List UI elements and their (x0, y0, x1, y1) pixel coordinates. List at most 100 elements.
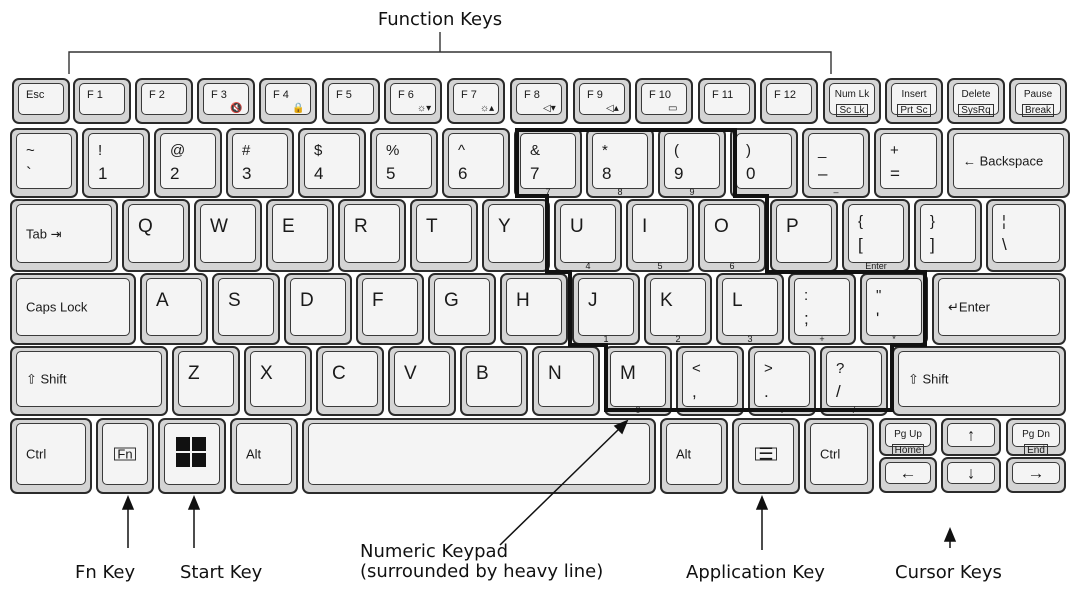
key-f[interactable]: F (356, 273, 424, 345)
key-left[interactable]: ← (879, 457, 937, 493)
key-f4[interactable]: F 4🔒 (259, 78, 317, 124)
key-label-top: * (602, 142, 608, 159)
key-down[interactable]: ↓ (941, 457, 1001, 493)
key-n[interactable]: N (532, 346, 600, 416)
key-minus[interactable]: _–– (802, 128, 870, 198)
key-rbracket[interactable]: }] (914, 199, 982, 272)
key-a[interactable]: A (140, 273, 208, 345)
key-b[interactable]: B (460, 346, 528, 416)
key-f6[interactable]: F 6☼▾ (384, 78, 442, 124)
key-lalt[interactable]: Alt (230, 418, 298, 494)
key-d[interactable]: D (284, 273, 352, 345)
key-f9[interactable]: F 9◁▴ (573, 78, 631, 124)
key-x[interactable]: X (244, 346, 312, 416)
key-4[interactable]: $4 (298, 128, 366, 198)
key-0[interactable]: )0 (730, 128, 798, 198)
key-rctrl[interactable]: Ctrl (804, 418, 874, 494)
key-cap: Caps Lock (16, 278, 130, 336)
key-slash[interactable]: ?// (820, 346, 888, 416)
key-up[interactable]: ↑ (941, 418, 1001, 456)
key-f8[interactable]: F 8◁▾ (510, 78, 568, 124)
keypad-label: 3 (747, 334, 753, 344)
key-f11[interactable]: F 11 (698, 78, 756, 124)
key-right[interactable]: → (1006, 457, 1066, 493)
key-app[interactable]: ☰ (732, 418, 800, 494)
key-start[interactable] (158, 418, 226, 494)
key-cap: Z (178, 351, 234, 407)
key-ralt[interactable]: Alt (660, 418, 728, 494)
key-period[interactable]: >.. (748, 346, 816, 416)
key-label-top: ¦ (1002, 213, 1006, 230)
key-cap: ← Backspace (953, 133, 1064, 189)
key-f5[interactable]: F 5 (322, 78, 380, 124)
key-f3[interactable]: F 3🔇 (197, 78, 255, 124)
key-cap: U (560, 204, 616, 263)
key-r[interactable]: R (338, 199, 406, 272)
key-t[interactable]: T (410, 199, 478, 272)
key-f7[interactable]: F 7☼▴ (447, 78, 505, 124)
key-quote[interactable]: "'* (860, 273, 928, 345)
key-f10[interactable]: F 10▭ (635, 78, 693, 124)
key-tilde[interactable]: ~` (10, 128, 78, 198)
key-tab[interactable]: Tab ⇥ (10, 199, 118, 272)
key-cap: "' (866, 278, 922, 336)
key-q[interactable]: Q (122, 199, 190, 272)
key-v[interactable]: V (388, 346, 456, 416)
key-cap: Ctrl (16, 423, 86, 485)
key-w[interactable]: W (194, 199, 262, 272)
key-s[interactable]: S (212, 273, 280, 345)
key-label-bottom: 2 (170, 164, 180, 183)
key-fn[interactable]: Fn (96, 418, 154, 494)
key-equals[interactable]: += (874, 128, 943, 198)
key-lshift[interactable]: ⇧ Shift (10, 346, 168, 416)
key-capslock[interactable]: Caps Lock (10, 273, 136, 345)
key-comma[interactable]: <, (676, 346, 744, 416)
key-f12[interactable]: F 12 (760, 78, 818, 124)
key-3[interactable]: #3 (226, 128, 294, 198)
key-f2[interactable]: F 2 (135, 78, 193, 124)
key-label: F 4 (273, 89, 289, 101)
key-c[interactable]: C (316, 346, 384, 416)
key-y[interactable]: Y (482, 199, 550, 272)
key-p[interactable]: P (770, 199, 838, 272)
key-lbracket[interactable]: {[Enter (842, 199, 910, 272)
key-lctrl[interactable]: Ctrl (10, 418, 92, 494)
key-g[interactable]: G (428, 273, 496, 345)
key-5[interactable]: %5 (370, 128, 438, 198)
key-cap: ☰ (738, 423, 794, 485)
key-6[interactable]: ^6 (442, 128, 510, 198)
key-label: Alt (676, 446, 692, 462)
keypad-label: + (819, 334, 825, 344)
key-label-bottom: , (692, 382, 697, 401)
key-rshift[interactable]: ⇧ Shift (892, 346, 1066, 416)
key-esc[interactable]: Esc (12, 78, 70, 124)
key-z[interactable]: Z (172, 346, 240, 416)
key-h[interactable]: H (500, 273, 568, 345)
key-semicolon[interactable]: :;+ (788, 273, 856, 345)
key-space[interactable] (302, 418, 656, 494)
key-enter[interactable]: ↵Enter (932, 273, 1066, 345)
key-e[interactable]: E (266, 199, 334, 272)
key-f1[interactable]: F 1 (73, 78, 131, 124)
key-2[interactable]: @2 (154, 128, 222, 198)
key-backspace[interactable]: ← Backspace (947, 128, 1070, 198)
key-1[interactable]: !1 (82, 128, 150, 198)
key-backslash[interactable]: ¦\ (986, 199, 1066, 272)
function-keys-bracket (68, 51, 832, 74)
